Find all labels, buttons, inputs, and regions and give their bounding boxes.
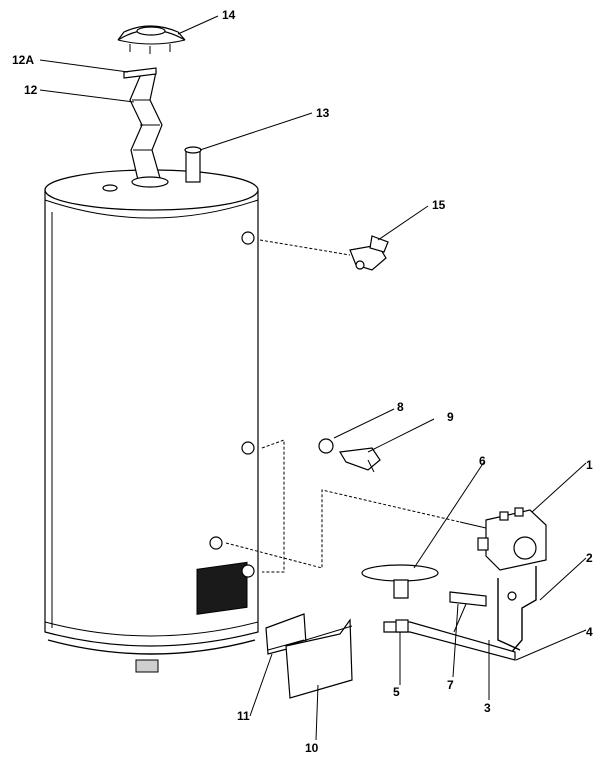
inlet-fitting xyxy=(209,536,223,550)
callout-7: 7 xyxy=(447,678,454,692)
pilot-assembly xyxy=(383,566,537,661)
callout-10: 10 xyxy=(305,741,319,755)
upper-fitting xyxy=(241,231,255,245)
callout-1: 1 xyxy=(586,458,593,472)
callout-13: 13 xyxy=(316,106,330,120)
draft-hood xyxy=(117,25,186,54)
callout-5: 5 xyxy=(393,685,400,699)
drain-valve xyxy=(318,438,381,473)
baffle-clip xyxy=(123,67,157,79)
middle-fitting xyxy=(241,441,255,455)
drain-washer xyxy=(318,438,334,454)
callout-4: 4 xyxy=(586,625,593,639)
callout-3: 3 xyxy=(484,701,491,715)
callout-labels: 14 12A 12 13 15 8 9 6 1 2 4 5 7 3 11 10 xyxy=(12,8,593,755)
leader-lines xyxy=(39,15,587,741)
relief-valve xyxy=(259,235,389,271)
anode-nipple xyxy=(184,146,202,183)
callout-8: 8 xyxy=(397,400,404,414)
callout-12: 12 xyxy=(24,83,38,97)
tank xyxy=(44,169,259,673)
burner xyxy=(361,564,439,599)
callout-12a: 12A xyxy=(12,53,34,67)
gas-control-valve xyxy=(459,507,547,571)
callout-14: 14 xyxy=(222,8,236,22)
lower-fitting xyxy=(241,564,255,578)
callout-9: 9 xyxy=(447,410,454,424)
callout-6: 6 xyxy=(479,454,486,468)
callout-2: 2 xyxy=(586,551,593,565)
inner-door xyxy=(285,618,353,699)
callout-11: 11 xyxy=(237,709,250,723)
callout-15: 15 xyxy=(432,198,446,212)
flue-baffle xyxy=(129,71,169,188)
